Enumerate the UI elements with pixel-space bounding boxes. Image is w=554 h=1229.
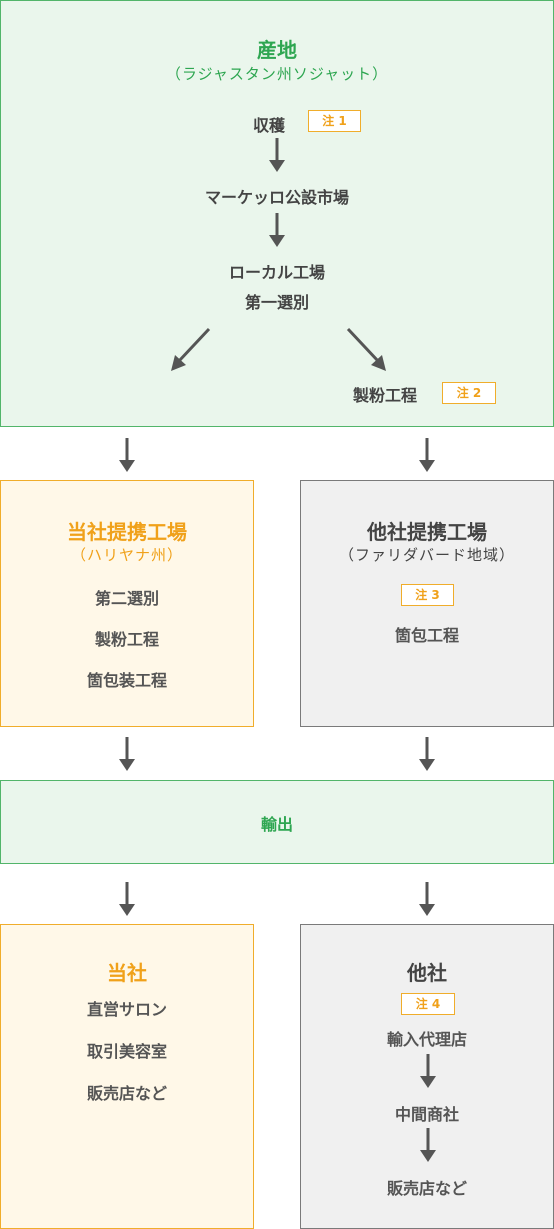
milling-label: 製粉工程 — [353, 386, 418, 405]
arrow-down-icon — [420, 1054, 436, 1088]
own-company-item: 直営サロン — [86, 1000, 167, 1019]
other-company-box: 他社 注 4 輸入代理店 中間商社 販売店など — [300, 924, 554, 1229]
arrow-down-icon — [269, 138, 285, 172]
arrow-down-icon — [419, 882, 435, 916]
own-factory-step: 箇包装工程 — [86, 671, 167, 690]
own-company-box: 当社 直営サロン 取引美容室 販売店など — [0, 924, 254, 1229]
other-factory-subtitle: （ファリダバード地域） — [338, 546, 515, 564]
arrow-down-left-icon — [171, 327, 211, 371]
note-2-badge: 注 2 — [442, 382, 496, 404]
origin-title: 産地 — [257, 38, 297, 62]
note-1-badge: 注 1 — [308, 110, 361, 132]
other-company-step: 中間商社 — [394, 1105, 459, 1124]
first-sorting-label: 第一選別 — [244, 293, 309, 312]
harvest-label: 収穫 — [253, 116, 286, 135]
origin-subtitle: （ラジャスタン州ソジャット） — [165, 65, 389, 83]
other-company-title: 他社 — [407, 961, 447, 985]
arrow-down-icon — [419, 438, 435, 472]
other-factory-step: 箇包工程 — [394, 626, 459, 645]
own-company-title: 当社 — [107, 961, 147, 985]
arrow-down-icon — [269, 213, 285, 247]
own-factory-step: 第二選別 — [94, 589, 159, 608]
other-factory-title: 他社提携工場 — [367, 520, 487, 544]
arrow-down-icon — [119, 882, 135, 916]
export-box: 輸出 — [0, 780, 554, 864]
local-factory-label: ローカル工場 — [228, 263, 325, 282]
own-factory-title: 当社提携工場 — [67, 520, 187, 544]
other-factory-box: 他社提携工場 （ファリダバード地域） 注 3 箇包工程 — [300, 480, 554, 727]
arrow-down-icon — [419, 737, 435, 771]
own-factory-box: 当社提携工場 （ハリヤナ州） 第二選別 製粉工程 箇包装工程 — [0, 480, 254, 727]
other-company-step: 販売店など — [386, 1179, 467, 1198]
arrow-down-right-icon — [346, 327, 386, 371]
own-company-item: 販売店など — [86, 1084, 167, 1103]
arrow-down-icon — [119, 737, 135, 771]
export-label: 輸出 — [260, 815, 293, 834]
note-3-badge: 注 3 — [401, 584, 454, 606]
market-label: マーケッロ公設市場 — [204, 188, 349, 207]
other-company-step: 輸入代理店 — [386, 1030, 467, 1049]
note-4-badge: 注 4 — [401, 993, 455, 1015]
origin-box: 産地 （ラジャスタン州ソジャット） 収穫 注 1 マーケッロ公設市場 ローカル工… — [0, 0, 554, 427]
own-factory-subtitle: （ハリヤナ州） — [70, 546, 183, 564]
own-company-item: 取引美容室 — [86, 1042, 167, 1061]
arrow-down-icon — [119, 438, 135, 472]
own-factory-step: 製粉工程 — [94, 630, 159, 649]
arrow-down-icon — [420, 1128, 436, 1162]
